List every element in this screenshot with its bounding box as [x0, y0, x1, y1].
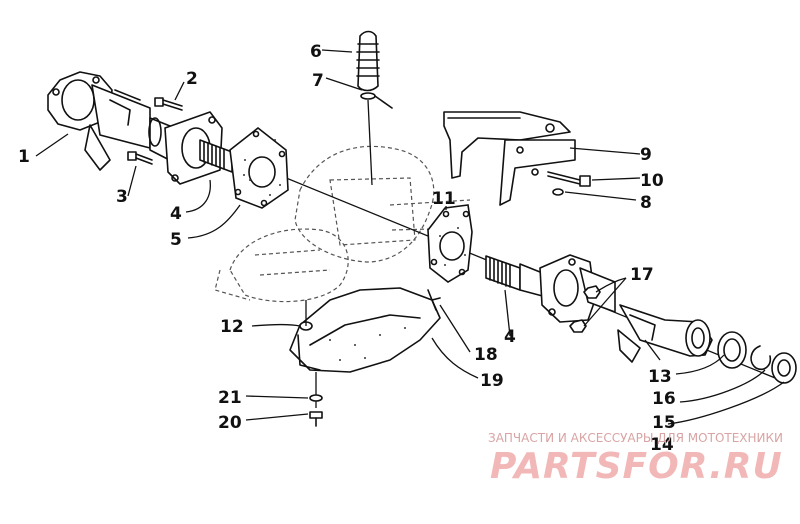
callout-1: 1: [18, 147, 30, 167]
callout-2: 2: [186, 69, 198, 89]
callout-16: 16: [652, 389, 676, 409]
right-bearing-housing: [617, 304, 713, 363]
gasket-left: [229, 126, 289, 209]
watermark-brand: PARTSFOR.RU: [490, 446, 783, 487]
callout-17: 17: [630, 265, 654, 285]
skid-plate-19: [289, 287, 441, 373]
callout-7: 7: [312, 71, 324, 91]
callout-10: 10: [640, 171, 664, 191]
callout-3: 3: [116, 187, 128, 207]
clip-18: [427, 289, 441, 311]
callout-18: 18: [474, 345, 498, 365]
watermark: ЗАПЧАСТИ И АКСЕССУАРЫ ДЛЯ МОТОТЕХНИКИ PA…: [488, 431, 783, 487]
gasket-right: [427, 204, 473, 283]
watermark-subtitle: ЗАПЧАСТИ И АКСЕССУАРЫ ДЛЯ МОТОТЕХНИКИ: [488, 431, 783, 445]
callout-9: 9: [640, 145, 652, 165]
callout-20: 20: [218, 413, 242, 433]
callout-8: 8: [640, 193, 652, 213]
left-axle-tube: [148, 111, 223, 185]
bellows-boot: [356, 30, 393, 186]
callout-4-right: 4: [504, 327, 516, 347]
seal-14: [771, 352, 797, 384]
callout-21: 21: [218, 388, 242, 408]
callout-labels: 1 2 3 4 5 6 7 8 9 10 11 12 13 14 15 16 1…: [18, 42, 676, 455]
nuts-17: [569, 285, 601, 333]
callout-15: 15: [652, 413, 676, 433]
bolt-3: [127, 151, 153, 165]
screw-20: [309, 411, 323, 427]
mounting-bracket-9: [443, 111, 576, 206]
right-flange-housing: [539, 254, 616, 323]
callout-6: 6: [310, 42, 322, 62]
callout-12: 12: [220, 317, 244, 337]
washer-21: [309, 394, 323, 402]
callout-5: 5: [170, 230, 182, 250]
snap-ring-15: [750, 345, 772, 371]
bolt-2: [154, 97, 183, 111]
bearing-16: [717, 331, 747, 369]
bolt-10: [547, 171, 591, 187]
callout-14: 14: [650, 435, 674, 455]
callout-11: 11: [432, 189, 456, 209]
callout-13: 13: [648, 367, 672, 387]
callout-4-left: 4: [170, 204, 182, 224]
callout-19: 19: [480, 371, 504, 391]
washer-8: [552, 188, 564, 196]
leader-lines: [35, 49, 785, 425]
splined-shaft-right: [485, 255, 551, 299]
